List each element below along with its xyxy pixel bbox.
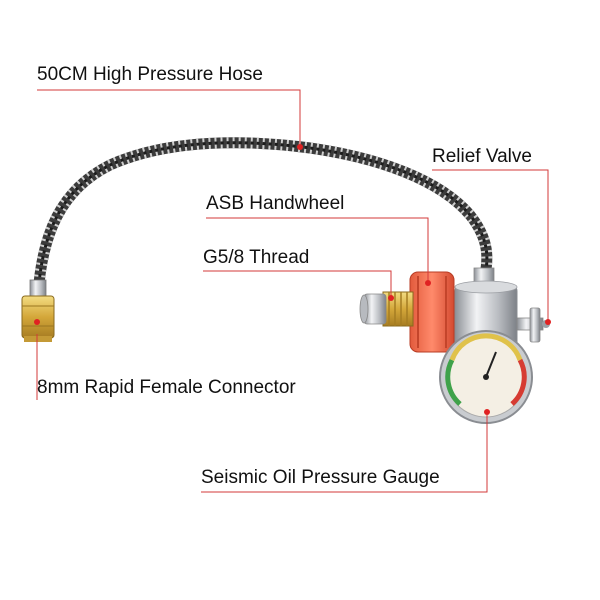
- callout-markers: [34, 144, 551, 415]
- hose-label: 50CM High Pressure Hose: [37, 64, 263, 85]
- rapid-female-connector: [21, 279, 55, 342]
- relief-valve-label: Relief Valve: [432, 146, 532, 167]
- relief-valve: [516, 307, 550, 343]
- handwheel-label: ASB Handwheel: [206, 193, 345, 214]
- connector-label: 8mm Rapid Female Connector: [37, 377, 296, 398]
- pressure-gauge: [439, 330, 533, 424]
- high-pressure-hose: [32, 137, 493, 301]
- g58-thread-fitting: [359, 291, 414, 327]
- callout-lines: [36, 89, 549, 493]
- asb-handwheel: [409, 271, 455, 353]
- gauge-label: Seismic Oil Pressure Gauge: [201, 467, 440, 488]
- thread-label: G5/8 Thread: [203, 247, 310, 268]
